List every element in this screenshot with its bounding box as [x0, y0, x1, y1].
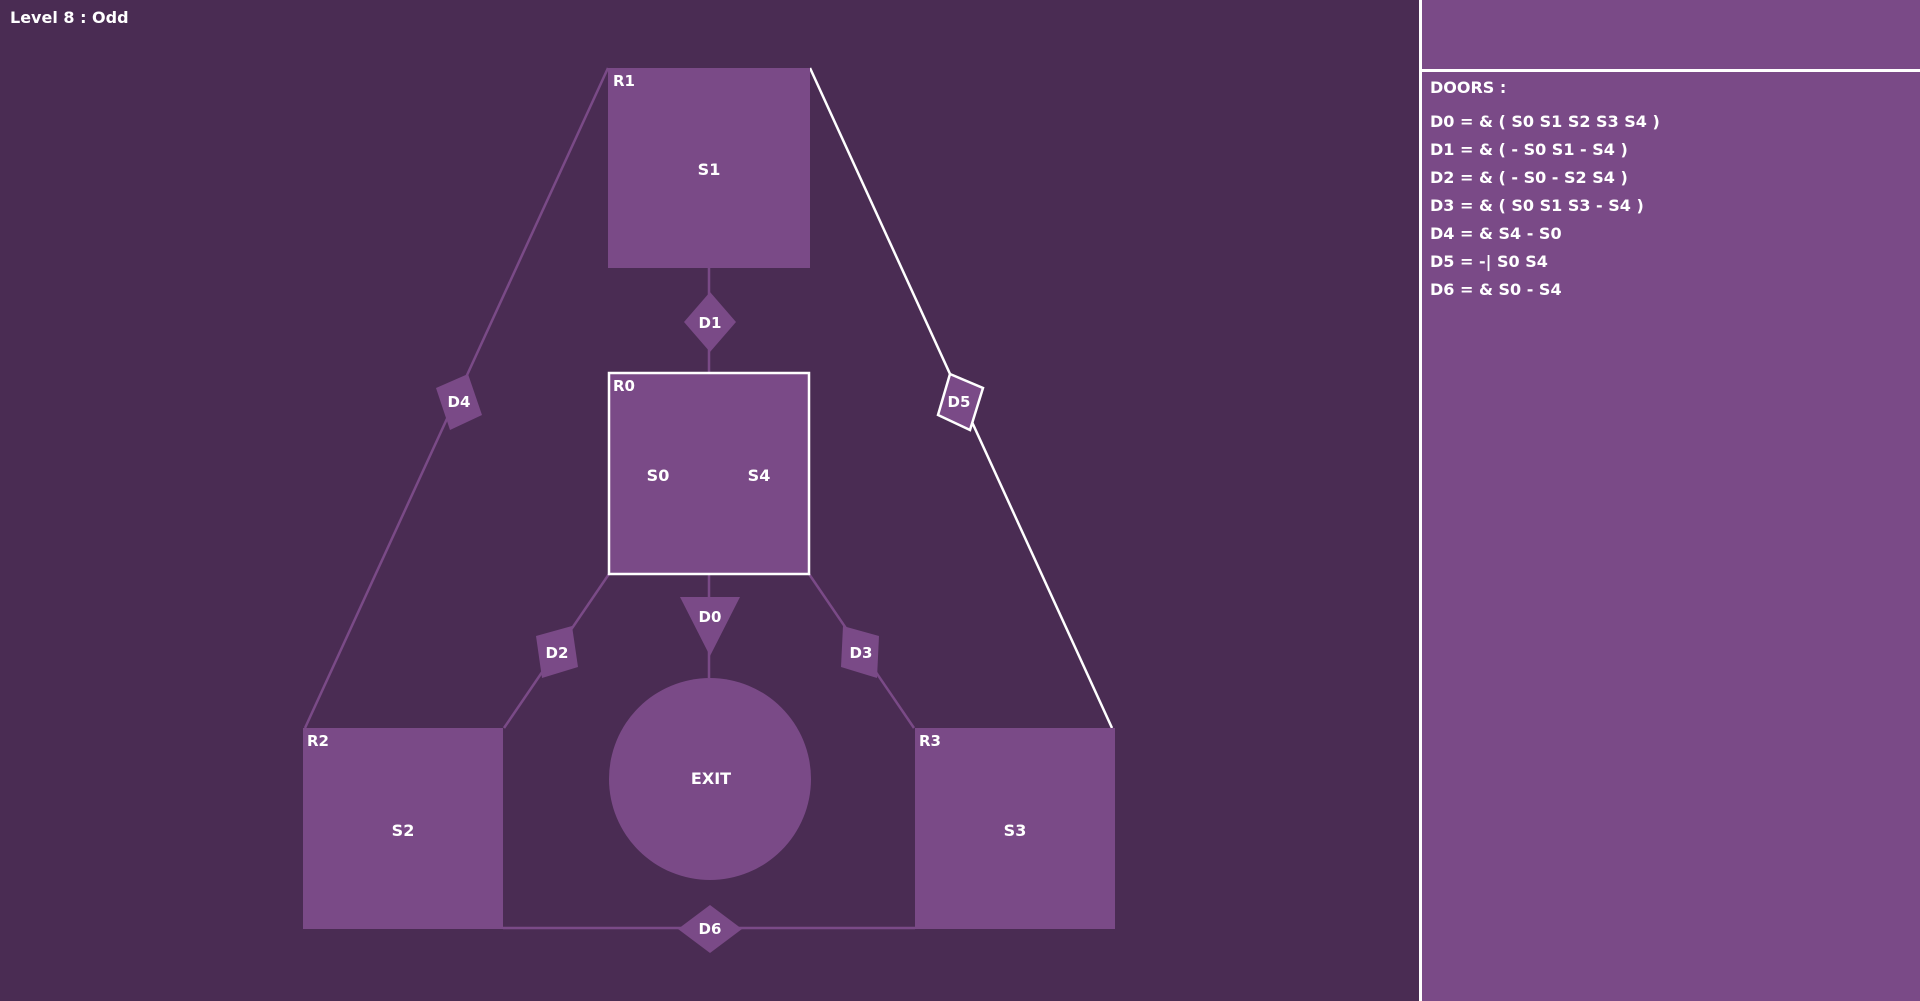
sidebar-top-panel: [1422, 0, 1920, 69]
door-d0[interactable]: D0: [680, 597, 740, 656]
door-d4-label: D4: [448, 393, 471, 411]
sidebar-divider: [1419, 0, 1422, 1001]
exit-label: EXIT: [691, 769, 731, 788]
doors-panel: DOORS : D0 = & ( S0 S1 S2 S3 S4 ) D1 = &…: [1422, 72, 1920, 1001]
room-r0[interactable]: R0 S0 S4: [607, 371, 811, 576]
door-rule-d1: D1 = & ( - S0 S1 - S4 ): [1430, 140, 1628, 159]
switch-s0[interactable]: S0: [647, 466, 670, 485]
switch-s3[interactable]: S3: [1004, 821, 1027, 840]
door-d4[interactable]: D4: [436, 374, 482, 430]
level-title: Level 8 : Odd: [10, 8, 129, 27]
door-rule-list: D0 = & ( S0 S1 S2 S3 S4 ) D1 = & ( - S0 …: [1430, 112, 1660, 308]
doors-heading: DOORS :: [1430, 78, 1507, 97]
exit-room[interactable]: EXIT: [609, 678, 811, 880]
door-rule-d5: D5 = -| S0 S4: [1430, 252, 1548, 271]
room-r1[interactable]: R1 S1: [608, 68, 810, 268]
room-r3-label: R3: [919, 732, 941, 750]
door-d3[interactable]: D3: [841, 626, 879, 678]
room-r1-label: R1: [613, 72, 635, 90]
puzzle-board: R1 S1 R0 S0 S4 R2 S2 R3 S3 EXIT D1 D0 D2: [303, 67, 1115, 953]
door-d6[interactable]: D6: [678, 905, 742, 953]
door-d5[interactable]: D5: [936, 372, 985, 432]
door-rule-d0: D0 = & ( S0 S1 S2 S3 S4 ): [1430, 112, 1660, 131]
door-rule-d6: D6 = & S0 - S4: [1430, 280, 1562, 299]
door-rule-d2: D2 = & ( - S0 - S2 S4 ): [1430, 168, 1628, 187]
door-d1[interactable]: D1: [684, 292, 736, 352]
room-r2-label: R2: [307, 732, 329, 750]
room-r0-label: R0: [613, 377, 635, 395]
door-d2[interactable]: D2: [536, 626, 578, 678]
sidebar-separator: [1422, 69, 1920, 72]
door-d5-label: D5: [948, 393, 971, 411]
door-d0-label: D0: [699, 608, 722, 626]
switch-s1[interactable]: S1: [698, 160, 721, 179]
door-d3-label: D3: [850, 644, 873, 662]
door-rule-d4: D4 = & S4 - S0: [1430, 224, 1562, 243]
switch-s2[interactable]: S2: [392, 821, 415, 840]
door-d6-label: D6: [699, 920, 722, 938]
door-d1-label: D1: [699, 314, 722, 332]
door-d2-label: D2: [546, 644, 569, 662]
door-rule-d3: D3 = & ( S0 S1 S3 - S4 ): [1430, 196, 1644, 215]
room-r2[interactable]: R2 S2: [303, 728, 503, 929]
room-r3[interactable]: R3 S3: [915, 728, 1115, 929]
switch-s4[interactable]: S4: [748, 466, 771, 485]
